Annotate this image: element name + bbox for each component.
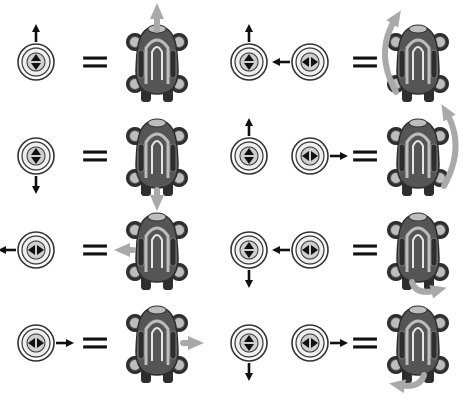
equals-sign: = — [79, 227, 111, 271]
back-curve-right-icon — [409, 279, 447, 299]
joystick-icon — [291, 137, 348, 175]
joystick-icon — [17, 324, 74, 362]
triangle-down-icon — [31, 63, 41, 70]
joystick-icon — [230, 118, 268, 175]
joystick-icon — [230, 24, 268, 81]
triangle-down-icon — [31, 157, 41, 164]
robot-icon — [387, 24, 449, 102]
robot-icon — [387, 305, 449, 383]
triangle-right-icon — [311, 57, 318, 67]
control-row: == — [17, 305, 449, 394]
triangle-up-icon — [244, 242, 254, 249]
robot-icon — [126, 118, 188, 196]
joystick-icon — [272, 231, 329, 269]
control-combo-left: = — [17, 3, 188, 102]
control-row: == — [0, 212, 449, 299]
control-combo-right: = — [230, 104, 459, 196]
joystick-icon — [291, 324, 348, 362]
joystick-icon — [0, 231, 55, 269]
equals-sign: = — [349, 133, 381, 177]
control-combo-right: = — [230, 10, 449, 102]
triangle-left-icon — [302, 151, 309, 161]
triangle-left-icon — [302, 338, 309, 348]
joystick-icon — [272, 43, 329, 81]
triangle-up-icon — [244, 54, 254, 61]
robot-icon — [126, 305, 188, 383]
joystick-icon — [230, 231, 268, 288]
triangle-left-icon — [302, 57, 309, 67]
robot-icon — [387, 212, 449, 290]
triangle-right-icon — [37, 245, 44, 255]
equals-sign: = — [79, 320, 111, 364]
equals-sign: = — [349, 39, 381, 83]
triangle-right-icon — [311, 245, 318, 255]
control-combo-left: = — [17, 305, 204, 383]
triangle-up-icon — [31, 148, 41, 155]
joystick-icon — [17, 24, 55, 81]
triangle-up-icon — [244, 148, 254, 155]
control-combo-right: = — [230, 305, 449, 394]
control-combo-left: = — [0, 212, 188, 290]
curved-arrow-left-icon — [382, 10, 401, 95]
equals-sign: = — [79, 133, 111, 177]
triangle-up-icon — [31, 54, 41, 61]
triangle-right-icon — [311, 151, 318, 161]
joystick-icon — [17, 137, 55, 194]
triangle-left-icon — [28, 338, 35, 348]
control-row: == — [17, 3, 449, 102]
robot-icon — [387, 118, 449, 196]
back-curve-left-icon — [389, 372, 427, 394]
equals-sign: = — [349, 320, 381, 364]
triangle-up-icon — [244, 335, 254, 342]
triangle-right-icon — [311, 338, 318, 348]
robot-icon — [126, 24, 188, 102]
control-combo-left: = — [17, 118, 188, 211]
triangle-left-icon — [302, 245, 309, 255]
triangle-left-icon — [28, 245, 35, 255]
triangle-down-icon — [244, 63, 254, 70]
curved-arrow-right-icon — [441, 104, 459, 189]
triangle-down-icon — [244, 344, 254, 351]
joystick-icon — [230, 324, 268, 381]
control-combo-right: = — [230, 212, 449, 299]
equals-sign: = — [349, 227, 381, 271]
triangle-right-icon — [37, 338, 44, 348]
equals-sign: = — [79, 39, 111, 83]
robot-icon — [126, 212, 188, 290]
control-row: == — [17, 104, 459, 211]
triangle-down-icon — [244, 157, 254, 164]
triangle-down-icon — [244, 251, 254, 258]
